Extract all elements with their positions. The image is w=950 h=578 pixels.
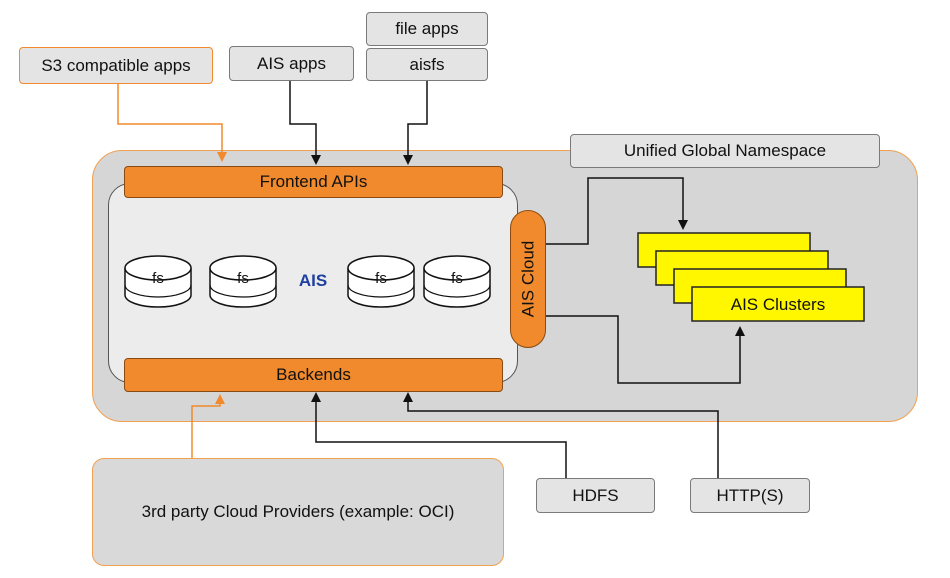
aisfs-label: aisfs [409,54,445,74]
disk-label: fs [375,270,387,287]
ais-clusters-label: AIS Clusters [731,295,825,314]
cloud-providers-to-backends-line [191,394,225,458]
disk-3: fs [347,255,415,308]
file-apps-label: file apps [395,19,459,38]
disk-1: fs [124,255,192,308]
cloud-to-clusters-line [546,315,745,384]
frontend-apis-bar: Frontend APIs [124,166,503,198]
ais-apps-label: AIS apps [257,53,326,73]
http-label: HTTP(S) [716,485,784,505]
hdfs-box: HDFS [536,478,655,513]
s3-compatible-apps-box: S3 compatible apps [19,47,213,84]
hdfs-to-backends-line [311,392,567,478]
hdfs-label: HDFS [572,485,619,505]
file-apps-box: file apps [366,12,488,46]
disk-label: fs [237,270,249,287]
http-box: HTTP(S) [690,478,810,513]
cloud-providers-label: 3rd party Cloud Providers (example: OCI) [141,502,455,521]
cloud-to-namespace-line [546,177,688,245]
ais-center-label: AIS [299,271,327,290]
ais-cluster-box-4 [691,286,865,322]
http-to-backends-line [403,392,719,478]
disk-4: fs [423,255,491,308]
aisfs-box: aisfs [366,48,488,81]
s3-to-frontend-line [117,84,227,162]
unified-namespace-label: Unified Global Namespace [623,141,827,160]
ais-apps-to-frontend-line [289,80,321,165]
aisfs-to-frontend-line [403,80,428,165]
disk-label: fs [152,270,164,287]
frontend-apis-label: Frontend APIs [259,172,368,191]
ais-apps-box: AIS apps [229,46,354,81]
backends-label: Backends [276,365,351,384]
disk-label: fs [451,270,463,287]
s3-compatible-apps-label: S3 compatible apps [41,55,191,75]
ais-cloud-pill: AIS Cloud [510,210,546,348]
cloud-providers-box: 3rd party Cloud Providers (example: OCI) [92,458,504,566]
unified-namespace-box: Unified Global Namespace [570,134,880,168]
ais-cloud-label: AIS Cloud [518,240,538,318]
backends-bar: Backends [124,358,503,392]
disk-2: fs [209,255,277,308]
